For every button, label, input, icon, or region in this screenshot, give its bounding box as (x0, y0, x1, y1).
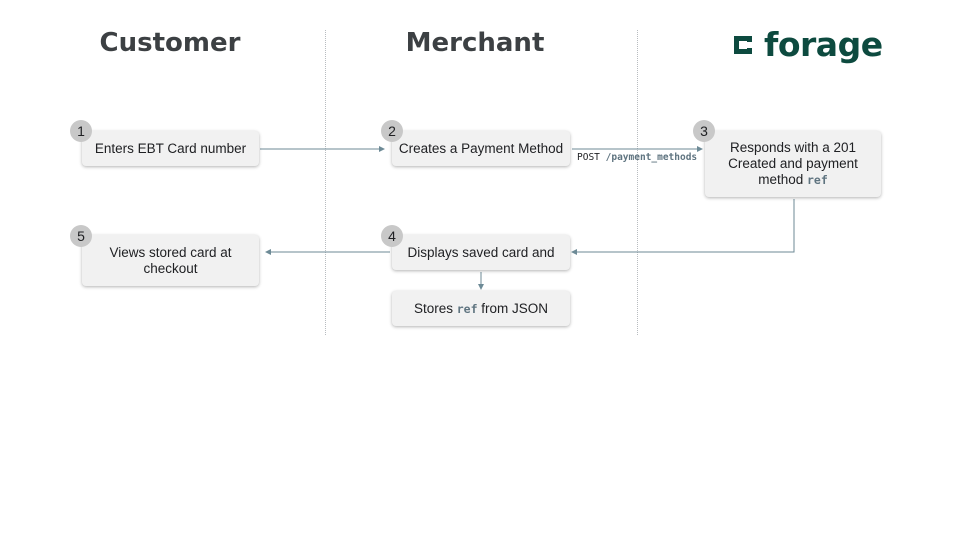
forage-logo-text: forage (764, 25, 883, 64)
step-1-box: Enters EBT Card number (82, 131, 259, 166)
step-4-badge: 4 (381, 225, 403, 247)
step-5-box: Views stored card at checkout (82, 235, 259, 286)
column-header-merchant: Merchant (405, 28, 545, 58)
lane-divider-customer-merchant (325, 30, 326, 335)
api-path: /payment_methods (605, 152, 698, 163)
forage-logo-icon (734, 36, 752, 54)
step-3-text-main: Responds with a 201 Created and payment … (728, 140, 858, 187)
store-ref-text-after: from JSON (481, 300, 549, 316)
step-2-text: Creates a Payment Method (398, 140, 564, 156)
step-3-badge: 3 (693, 120, 715, 142)
step-3-box: Responds with a 201 Created and payment … (705, 131, 881, 197)
arrow-step3-to-step4 (571, 199, 795, 255)
step-5-text: Views stored card at checkout (109, 244, 232, 276)
step-3-code: ref (807, 173, 828, 187)
api-call-label: POST /payment_methods (577, 152, 697, 163)
step-1-text: Enters EBT Card number (94, 140, 247, 156)
step-2-badge: 2 (381, 120, 403, 142)
forage-logo: forage (731, 26, 883, 64)
store-ref-box: Stores ref from JSON (392, 291, 570, 326)
column-header-customer: Customer (99, 28, 241, 58)
api-method: POST (577, 152, 600, 163)
step-5-badge: 5 (70, 225, 92, 247)
step-1-badge: 1 (70, 120, 92, 142)
store-ref-text: Stores ref from JSON (414, 301, 548, 317)
step-4-box: Displays saved card and (392, 235, 570, 270)
step-3-text: Responds with a 201 Created and payment … (719, 140, 867, 188)
store-ref-code: ref (456, 301, 478, 316)
lane-divider-merchant-forage (637, 30, 638, 335)
step-4-text: Displays saved card and (407, 244, 555, 260)
step-2-box: Creates a Payment Method (392, 131, 570, 166)
store-ref-text-before: Stores (413, 300, 453, 316)
